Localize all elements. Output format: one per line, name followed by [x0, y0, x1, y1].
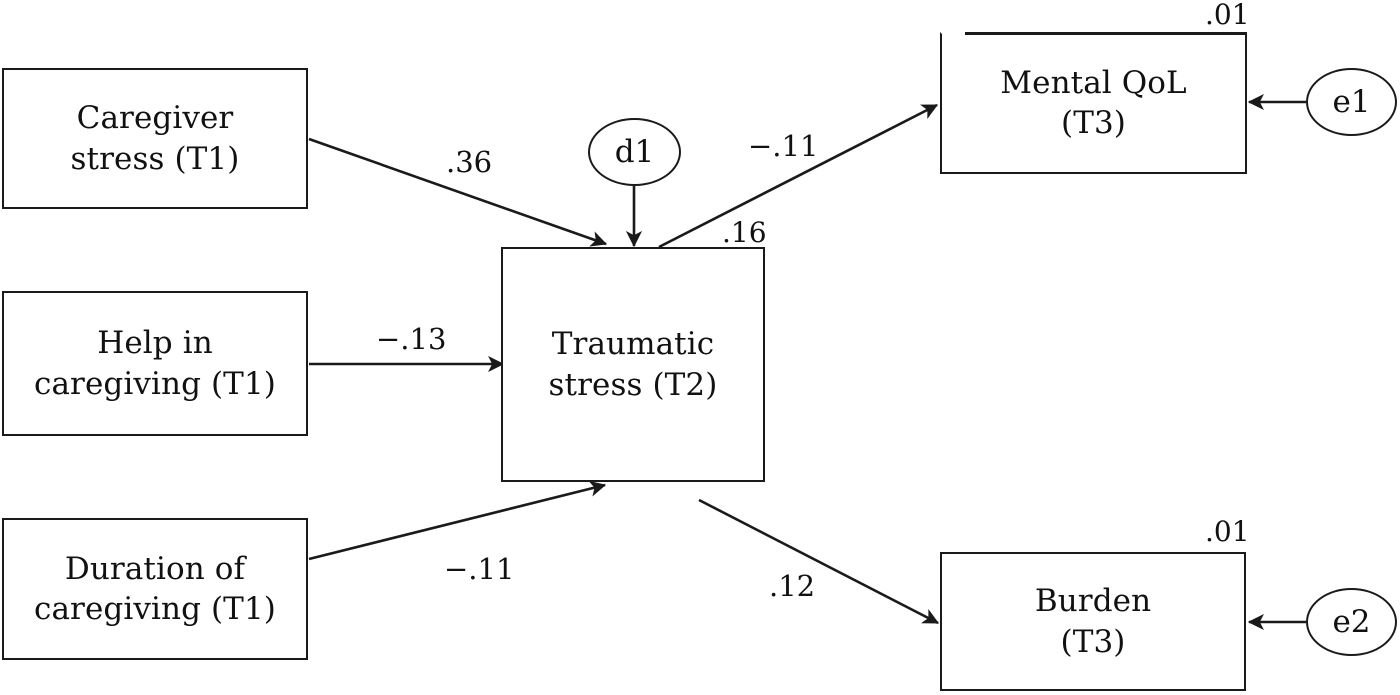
- node-e1-label: e1: [1332, 84, 1371, 120]
- coefficient-traumatic-stress-to-mental-qol: −.11: [748, 129, 819, 163]
- coefficient-duration-caregiving-to-traumatic-stress: −.11: [444, 552, 515, 586]
- node-mental-qol: Mental QoL (T3): [940, 32, 1247, 174]
- coefficient-traumatic-stress-to-burden: .12: [769, 569, 816, 603]
- node-caregiver-stress: Caregiver stress (T1): [2, 68, 308, 209]
- mental-qol-box-top-rule: [965, 32, 1247, 35]
- node-mental-qol-label: Mental QoL (T3): [1000, 64, 1187, 141]
- node-e2-error: e2: [1306, 588, 1397, 656]
- r-squared-traumatic-stress: .16: [722, 216, 767, 249]
- arrow-duration-caregiving-to-traumatic-stress: [308, 480, 607, 561]
- node-d1-label: d1: [614, 134, 655, 170]
- r-squared-burden: .01: [1205, 515, 1250, 548]
- coefficient-help-caregiving-to-traumatic-stress: −.13: [376, 322, 447, 356]
- coefficient-caregiver-stress-to-traumatic-stress: .36: [446, 145, 493, 179]
- node-help-in-caregiving: Help in caregiving (T1): [2, 291, 308, 436]
- arrow-caregiver-stress-to-traumatic-stress: [308, 137, 608, 247]
- node-traumatic-stress-label: Traumatic stress (T2): [548, 326, 718, 403]
- node-help-in-caregiving-label: Help in caregiving (T1): [34, 325, 276, 402]
- node-burden: Burden (T3): [940, 552, 1246, 691]
- node-caregiver-stress-label: Caregiver stress (T1): [70, 100, 240, 177]
- node-e2-label: e2: [1332, 604, 1371, 640]
- arrow-traumatic-stress-to-burden: [698, 498, 940, 625]
- node-duration-of-caregiving-label: Duration of caregiving (T1): [34, 550, 276, 627]
- node-traumatic-stress: Traumatic stress (T2): [501, 247, 765, 482]
- node-duration-of-caregiving: Duration of caregiving (T1): [2, 518, 308, 660]
- arrow-traumatic-stress-to-mental-qol: [658, 103, 939, 249]
- node-burden-label: Burden (T3): [1034, 583, 1152, 660]
- r-squared-mental-qol: .01: [1205, 0, 1250, 31]
- node-e1-error: e1: [1306, 68, 1397, 136]
- node-d1-disturbance: d1: [588, 118, 681, 186]
